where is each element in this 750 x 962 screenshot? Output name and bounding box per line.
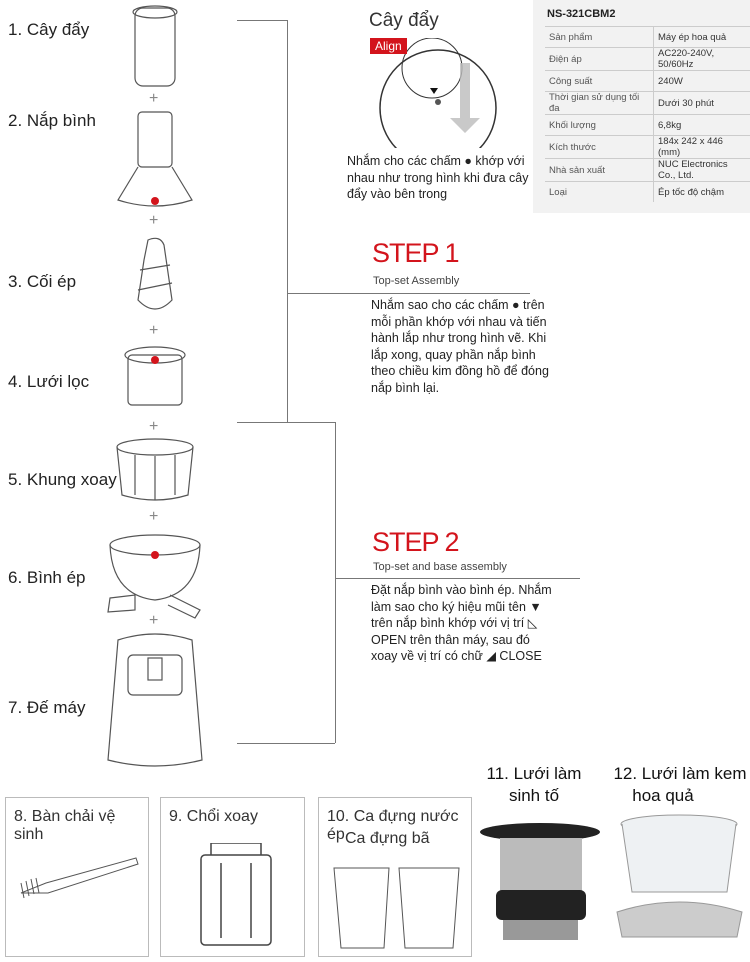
pusher-image: [132, 5, 178, 87]
part-label: 4. Lưới lọc: [8, 372, 90, 391]
extra-label: 12. Lưới làm kem: [613, 764, 747, 783]
lid-image: [117, 111, 193, 207]
align-diagram: [370, 38, 505, 148]
spec-key: Sản phẩm: [545, 26, 654, 48]
part-label: 2. Nắp bình: [8, 111, 96, 130]
accessory-label: 9. Chổi xoay: [169, 808, 258, 825]
spec-value: Ép tốc độ chậm: [653, 181, 750, 202]
rotating-brush-image: [200, 843, 272, 946]
part-label: 5. Khung xoay: [8, 470, 117, 489]
bracket-line: [287, 20, 288, 422]
step2-subtitle: Top-set and base assembly: [373, 561, 507, 573]
spec-key: Loại: [545, 181, 654, 202]
screw-image: [137, 237, 173, 310]
accessory-label: 10. Ca đựng nước ép: [327, 808, 459, 843]
step1-text: Nhắm sao cho các chấm ● trên mỗi phần kh…: [371, 298, 549, 395]
spec-value: 184x 242 x 446 (mm): [653, 135, 750, 159]
extra-label: 11. Lưới làm: [486, 764, 582, 783]
cleaning-brush-image: [20, 857, 139, 899]
spec-value: 6,8kg: [653, 114, 750, 136]
align-badge: Align: [370, 38, 407, 54]
bracket-line: [237, 743, 335, 744]
plus-sign: +: [149, 212, 159, 229]
step1-divider: [287, 293, 530, 294]
accessory-rotating-brush: 9. Chổi xoay: [160, 797, 305, 957]
spec-key: Khối lượng: [545, 114, 654, 136]
spec-value: Máy ép hoa quả: [653, 26, 750, 48]
bowl-image: [107, 534, 201, 619]
bracket-line: [237, 20, 287, 21]
step1-subtitle: Top-set Assembly: [373, 275, 460, 287]
spec-key: Điện áp: [545, 47, 654, 71]
accessory-cups: 10. Ca đựng nước ép Ca đựng bã: [318, 797, 472, 957]
plus-sign: +: [149, 612, 159, 629]
plus-sign: +: [149, 322, 159, 339]
juice-cups-image: [333, 867, 460, 949]
step1-title: STEP 1: [372, 238, 460, 268]
spec-value: AC220-240V, 50/60Hz: [653, 47, 750, 71]
spec-value: NUC Electronics Co., Ltd.: [653, 158, 750, 182]
step2-text: Đặt nắp bình vào bình ép. Nhắm làm sao c…: [371, 583, 552, 663]
spec-key: Nhà sản xuất: [545, 158, 654, 182]
spec-key: Công suất: [545, 70, 654, 92]
spec-value: Dưới 30 phút: [653, 91, 750, 115]
base-image: [107, 633, 203, 767]
pusher-note: Nhắm cho các chấm ● khớp với nhau như tr…: [347, 154, 529, 201]
spec-key: Thời gian sử dụng tối đa: [545, 91, 654, 115]
smoothie-strainer-image: [480, 823, 600, 940]
bracket-line: [237, 422, 335, 423]
bracket-line: [335, 422, 336, 743]
step2-title: STEP 2: [372, 527, 460, 557]
plus-sign: +: [149, 90, 159, 107]
rotating-brush-image: [116, 438, 194, 501]
accessory-label: Ca đựng bã: [345, 830, 430, 847]
part-label: 7. Đế máy: [8, 698, 86, 717]
part-label: 3. Cối ép: [8, 272, 77, 291]
part-label: 6. Bình ép: [8, 568, 86, 587]
step2-divider: [335, 578, 580, 579]
filter-image: [124, 346, 186, 406]
part-label: 1. Cây đẩy: [8, 20, 90, 39]
plus-sign: +: [149, 418, 159, 435]
ice-cream-strainer-image: [616, 814, 743, 938]
extra-label: sinh tố: [508, 786, 560, 805]
accessory-label: 8. Bàn chải vệ sinh: [14, 808, 116, 843]
pusher-title: Cây đẩy: [369, 10, 439, 31]
juicer-parts-illustration: [107, 5, 203, 767]
plus-sign: +: [149, 508, 159, 525]
accessory-brush: 8. Bàn chải vệ sinh: [5, 797, 149, 957]
spec-value: 240W: [653, 70, 750, 92]
model-name: NS-321CBM2: [547, 8, 616, 20]
spec-key: Kích thước: [545, 135, 654, 159]
extra-label: hoa quả: [632, 786, 694, 805]
